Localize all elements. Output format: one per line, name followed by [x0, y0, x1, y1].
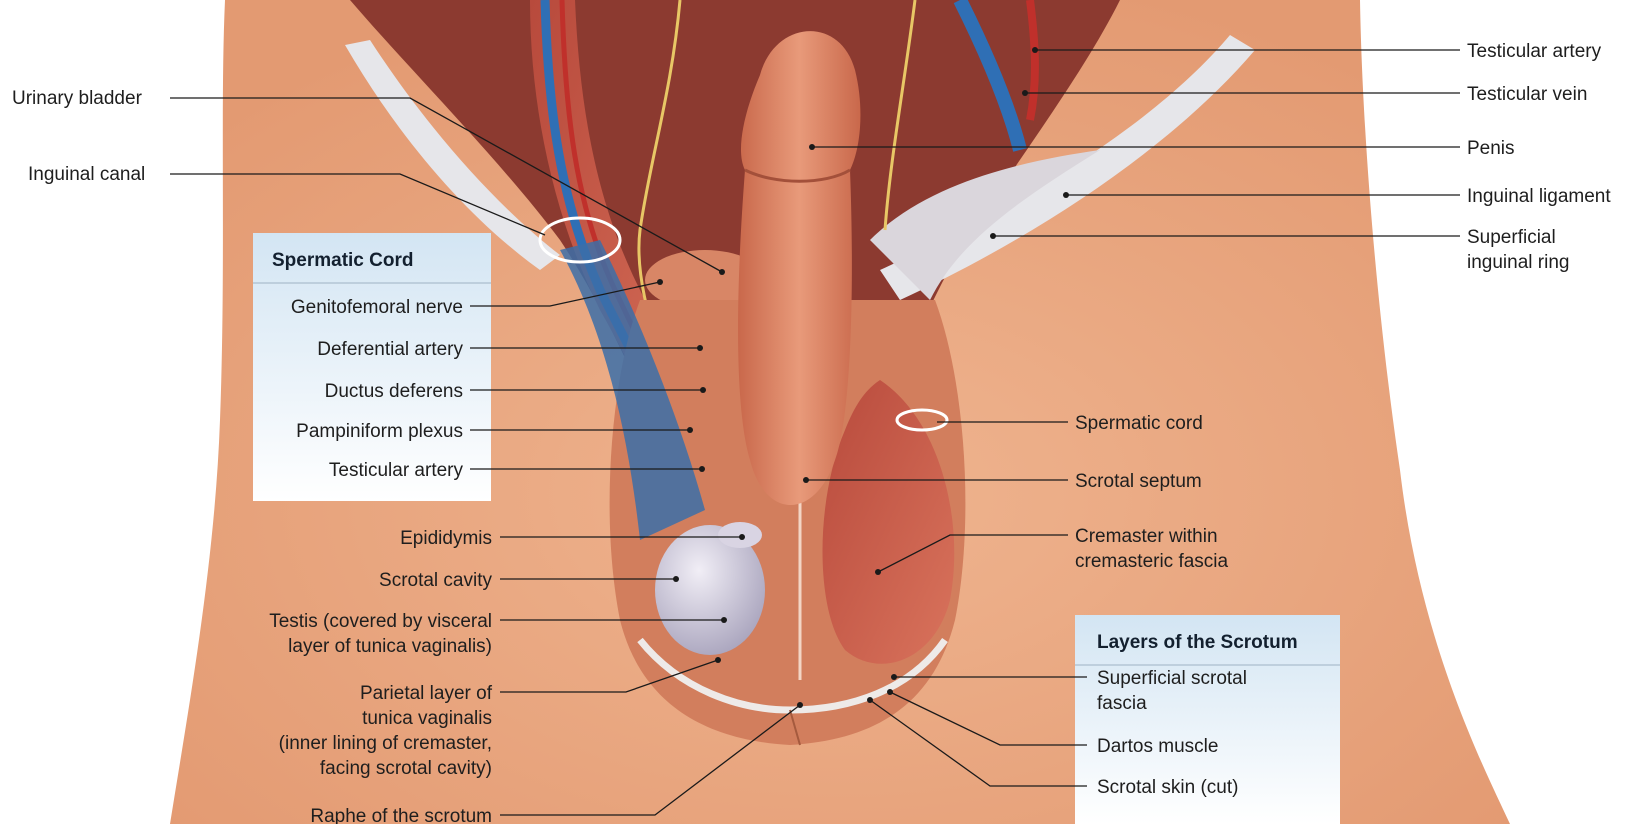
label-parietal-layer-line4: facing scrotal cavity): [320, 758, 492, 779]
label-parietal-layer: Parietal layer of: [360, 683, 493, 704]
spermatic-cord-box-title: Spermatic Cord: [272, 250, 413, 271]
label-testicular-artery: Testicular artery: [1467, 41, 1602, 62]
label-cremaster-line2: cremasteric fascia: [1075, 551, 1229, 572]
label-scrotal-septum: Scrotal septum: [1075, 471, 1202, 492]
label-deferential-artery: Deferential artery: [317, 339, 463, 360]
label-parietal-layer-line2: tunica vaginalis: [362, 708, 492, 729]
label-epididymis: Epididymis: [400, 528, 492, 549]
label-testis: Testis (covered by visceral: [269, 611, 492, 632]
label-pampiniform-plexus: Pampiniform plexus: [296, 421, 463, 442]
label-inguinal-canal: Inguinal canal: [28, 164, 145, 185]
label-superficial-inguinal-ring: Superficial: [1467, 227, 1556, 248]
label-superficial-inguinal-ring-line2: inguinal ring: [1467, 252, 1569, 273]
scrotum-box-title: Layers of the Scrotum: [1097, 632, 1298, 653]
label-cremaster: Cremaster within: [1075, 526, 1218, 547]
label-dartos-muscle: Dartos muscle: [1097, 736, 1218, 757]
label-urinary-bladder: Urinary bladder: [12, 88, 143, 109]
label-scrotal-cavity: Scrotal cavity: [379, 570, 492, 591]
label-ductus-deferens: Ductus deferens: [325, 381, 463, 402]
label-raphe: Raphe of the scrotum: [310, 806, 492, 824]
label-parietal-layer-line3: (inner lining of cremaster,: [279, 733, 492, 754]
label-superficial-scrotal-fascia-line2: fascia: [1097, 693, 1147, 714]
label-spermatic-cord: Spermatic cord: [1075, 413, 1203, 434]
label-penis: Penis: [1467, 138, 1515, 159]
label-superficial-scrotal-fascia: Superficial scrotal: [1097, 668, 1247, 689]
label-testis-line2: layer of tunica vaginalis): [288, 636, 492, 657]
label-testicular-artery-cord: Testicular artery: [329, 460, 464, 481]
label-testicular-vein: Testicular vein: [1467, 84, 1587, 105]
label-inguinal-ligament: Inguinal ligament: [1467, 186, 1611, 207]
label-genitofemoral-nerve: Genitofemoral nerve: [291, 297, 463, 318]
label-scrotal-skin: Scrotal skin (cut): [1097, 777, 1238, 798]
